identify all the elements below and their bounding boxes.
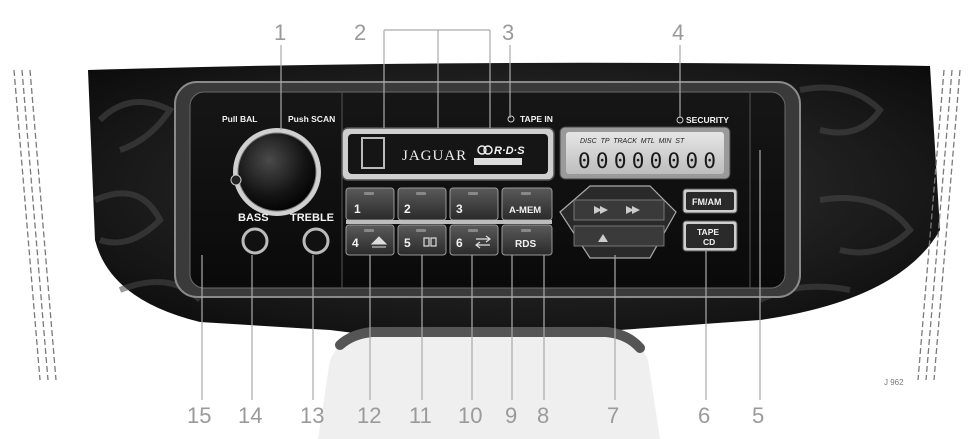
up-arrow-icon <box>598 234 608 242</box>
fast-forward-icon <box>626 206 640 214</box>
preset-button-5[interactable]: 5 <box>397 224 447 256</box>
bass-knob[interactable] <box>241 227 269 255</box>
callout-3: 3 <box>502 20 514 45</box>
callout-numbers: 1 2 3 4 5 6 7 8 9 10 11 12 13 14 15 <box>187 20 764 428</box>
svg-text:A-MEM: A-MEM <box>509 205 541 216</box>
pull-bal-label: Pull BAL <box>222 114 257 124</box>
bass-label: BASS <box>238 212 269 224</box>
preset-button-2[interactable]: 2 <box>397 187 447 221</box>
callout-2: 2 <box>354 20 366 45</box>
reverse-icon <box>475 235 491 249</box>
fm-am-button[interactable]: FM/AM <box>682 188 738 214</box>
svg-text:4: 4 <box>352 236 359 250</box>
security-label: SECURITY <box>686 115 729 125</box>
preset-button-3[interactable]: 3 <box>449 187 499 221</box>
rewind-icon <box>594 206 608 214</box>
tape-in-label: TAPE IN <box>520 114 553 124</box>
dolby-icon <box>423 237 437 247</box>
callout-7: 7 <box>607 403 619 428</box>
eject-icon <box>370 236 388 248</box>
callout-9: 9 <box>505 403 517 428</box>
preset-buttons: 1 2 3 A-MEM 4 5 <box>345 187 553 256</box>
svg-text:1: 1 <box>354 202 361 216</box>
svg-text:FM/AM: FM/AM <box>692 197 722 207</box>
callout-8: 8 <box>537 403 549 428</box>
push-scan-label: Push SCAN <box>288 114 335 124</box>
preset-button-6[interactable]: 6 <box>449 224 499 256</box>
preset-button-1[interactable]: 1 <box>345 187 395 221</box>
svg-text:R·D·S: R·D·S <box>494 145 525 157</box>
rds-logo: R·D·S <box>474 145 525 165</box>
svg-text:3: 3 <box>456 202 463 216</box>
svg-text:RDS: RDS <box>515 239 536 250</box>
svg-text:TAPE: TAPE <box>697 227 719 237</box>
callout-10: 10 <box>458 403 482 428</box>
callout-5: 5 <box>752 403 764 428</box>
treble-label: TREBLE <box>290 212 334 224</box>
callout-13: 13 <box>300 403 324 428</box>
callout-14: 14 <box>238 403 262 428</box>
callout-1: 1 <box>274 20 286 45</box>
rds-button[interactable]: RDS <box>501 224 553 256</box>
svg-text:2: 2 <box>404 202 411 216</box>
leader-lines <box>201 29 761 400</box>
preset-button-4[interactable]: 4 <box>345 224 395 256</box>
tape-cd-button[interactable]: TAPE CD <box>682 220 738 252</box>
callout-6: 6 <box>698 403 710 428</box>
cassette-door: TAPE IN JAGUAR R·D·S <box>341 114 555 181</box>
svg-text:CD: CD <box>703 237 715 247</box>
svg-text:6: 6 <box>456 236 463 250</box>
lcd-indicator-labels: DISC TP TRACK MTL MIN ST <box>580 138 685 145</box>
figure-code: J 962 <box>884 378 904 387</box>
jaguar-logo: JAGUAR <box>402 148 467 164</box>
callout-11: 11 <box>409 403 432 428</box>
svg-text:5: 5 <box>404 236 411 250</box>
callout-12: 12 <box>357 403 381 428</box>
lcd-display: SECURITY DISC TP TRACK MTL MIN ST 000000… <box>559 115 731 180</box>
a-mem-button[interactable]: A-MEM <box>501 187 553 221</box>
seek-rocker[interactable] <box>559 185 677 259</box>
volume-knob-area: Pull BAL Push SCAN BASS TREBLE <box>222 114 335 255</box>
callout-4: 4 <box>672 20 684 45</box>
treble-knob[interactable] <box>302 227 330 255</box>
callout-15: 15 <box>187 403 211 428</box>
